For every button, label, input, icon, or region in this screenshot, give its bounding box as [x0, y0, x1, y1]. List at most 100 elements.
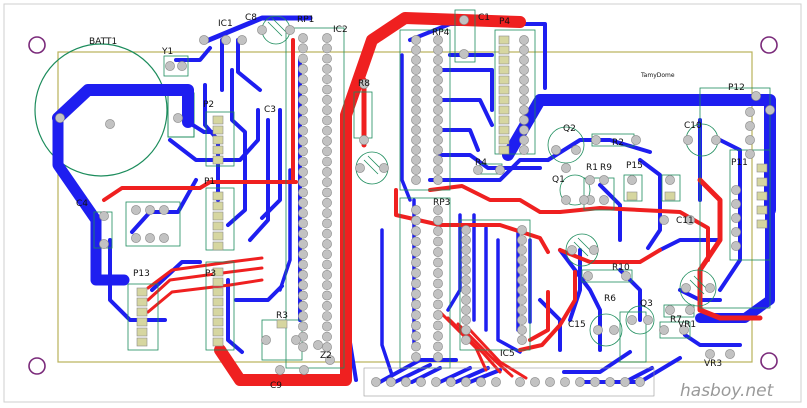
- pad: [627, 175, 637, 185]
- label-r1: R1: [586, 163, 598, 173]
- pad: [386, 377, 396, 387]
- pad: [659, 215, 669, 225]
- pad: [620, 377, 630, 387]
- label-c8: C8: [245, 13, 257, 23]
- pad: [325, 355, 335, 365]
- label-z2: Z2: [320, 351, 332, 361]
- pad: [261, 335, 271, 345]
- pad: [212, 287, 224, 297]
- pad: [643, 315, 653, 325]
- pad: [433, 289, 443, 299]
- pad: [665, 175, 675, 185]
- pad: [257, 25, 267, 35]
- pad: [411, 135, 421, 145]
- pad: [659, 325, 669, 335]
- pad: [359, 135, 369, 145]
- pad: [433, 205, 443, 215]
- pad: [731, 213, 741, 223]
- pad: [322, 331, 332, 342]
- pad: [145, 233, 155, 243]
- pad: [498, 95, 510, 105]
- pad: [626, 191, 638, 201]
- pad: [411, 65, 421, 75]
- pad: [433, 257, 443, 268]
- pad: [298, 218, 308, 229]
- pad: [433, 55, 443, 65]
- pad: [519, 35, 529, 45]
- pad: [433, 175, 443, 185]
- pad: [371, 377, 381, 387]
- pad: [519, 85, 529, 95]
- pad: [589, 245, 599, 255]
- pad: [756, 177, 768, 187]
- label-r8: R8: [358, 79, 370, 89]
- pad: [322, 311, 332, 321]
- pad: [322, 187, 332, 198]
- pad: [517, 305, 527, 315]
- pad: [411, 268, 421, 278]
- pad: [519, 125, 529, 135]
- pad: [411, 105, 421, 115]
- pad: [299, 365, 309, 375]
- label-r9: R9: [600, 163, 612, 173]
- pad: [212, 337, 224, 347]
- pad: [495, 165, 505, 175]
- pad: [711, 135, 721, 145]
- label-c1: C1: [478, 13, 490, 23]
- pad: [560, 377, 570, 387]
- pad: [212, 267, 224, 277]
- pad: [298, 53, 308, 64]
- pad: [575, 377, 585, 387]
- pad: [322, 74, 332, 85]
- pad: [461, 295, 471, 305]
- pad: [411, 155, 421, 165]
- pad: [416, 377, 426, 387]
- pad: [498, 55, 510, 65]
- label-vr3: VR3: [704, 359, 722, 369]
- pad: [517, 315, 527, 325]
- pad: [322, 94, 332, 105]
- mounting-holes: [28, 36, 778, 375]
- pad: [165, 61, 175, 71]
- pad: [567, 245, 577, 255]
- pad: [411, 352, 421, 362]
- label-c10: C10: [684, 121, 702, 131]
- pad: [322, 84, 332, 95]
- label-ic5: IC5: [500, 349, 515, 359]
- pad: [745, 121, 755, 131]
- mount-hole-bottom-right: [760, 352, 778, 370]
- pad: [411, 175, 421, 185]
- pad: [212, 125, 224, 135]
- label-r3: R3: [276, 311, 288, 321]
- pad: [275, 365, 285, 375]
- pad: [679, 325, 689, 335]
- label-batt1: BATT1: [89, 37, 117, 47]
- pad: [298, 64, 308, 74]
- pad: [298, 166, 308, 177]
- pad: [145, 205, 155, 215]
- label-p4: P4: [499, 17, 510, 27]
- pad: [212, 155, 224, 165]
- pad: [221, 35, 231, 45]
- pad: [731, 199, 741, 209]
- pad: [519, 65, 529, 75]
- pad: [551, 145, 561, 155]
- pad: [765, 105, 775, 115]
- pad: [298, 94, 308, 105]
- pad: [212, 277, 224, 287]
- pad: [411, 289, 421, 299]
- pad: [530, 377, 540, 387]
- pad: [627, 315, 637, 325]
- pad: [459, 15, 469, 25]
- pad: [411, 35, 421, 45]
- pad: [136, 297, 148, 307]
- pad: [136, 317, 148, 327]
- pad: [498, 85, 510, 95]
- pad: [411, 257, 421, 268]
- pad: [591, 135, 601, 145]
- label-ic2: IC2: [333, 25, 348, 35]
- pad: [55, 113, 65, 123]
- pad: [199, 35, 209, 45]
- label-rp3: RP3: [433, 198, 450, 208]
